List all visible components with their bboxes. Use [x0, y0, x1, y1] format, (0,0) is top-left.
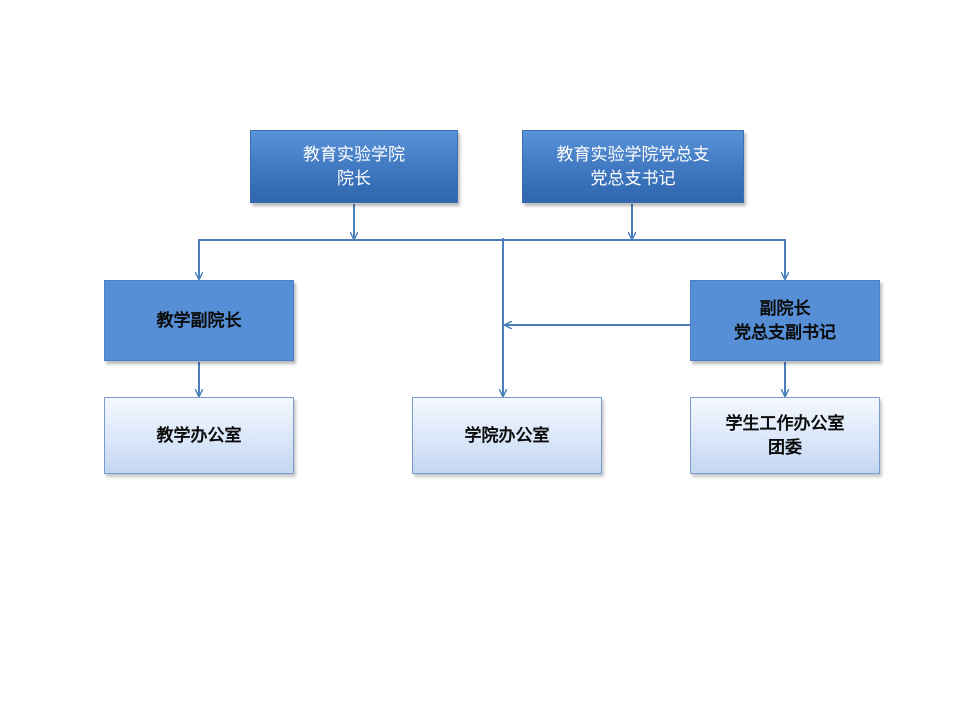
- student-affairs-office-line-2: 团委: [768, 437, 802, 458]
- teaching-office-box: 教学办公室: [104, 397, 294, 474]
- college-office-box: 学院办公室: [412, 397, 602, 474]
- student-affairs-office-line-1: 学生工作办公室: [725, 413, 845, 434]
- vice-dean-party-line-1: 副院长: [759, 298, 811, 319]
- college-office-label: 学院办公室: [464, 425, 550, 446]
- party-secretary-line-1: 教育实验学院党总支: [556, 144, 710, 165]
- student-affairs-office-box: 学生工作办公室 团委: [690, 397, 880, 474]
- vice-dean-teaching-label: 教学副院长: [156, 310, 242, 331]
- party-secretary-box: 教育实验学院党总支 党总支书记: [522, 130, 744, 203]
- vice-dean-party-line-2: 党总支副书记: [734, 322, 836, 343]
- party-secretary-line-2: 党总支书记: [590, 168, 676, 189]
- teaching-office-label: 教学办公室: [156, 425, 242, 446]
- vice-dean-teaching-box: 教学副院长: [104, 280, 294, 361]
- dean-title-line-2: 院长: [337, 168, 371, 189]
- vice-dean-party-box: 副院长 党总支副书记: [690, 280, 880, 361]
- dean-title-line-1: 教育实验学院: [303, 144, 405, 165]
- dean-box: 教育实验学院 院长: [250, 130, 458, 203]
